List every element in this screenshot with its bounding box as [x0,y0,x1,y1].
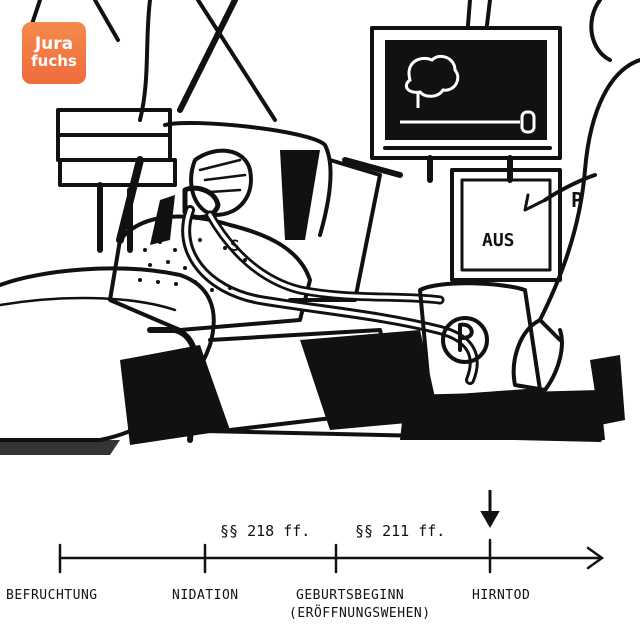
timeline-arrowhead [586,546,605,570]
event-label-befruchtung: BEFRUCHTUNG [6,588,98,603]
logo-line-2: fuchs [31,52,77,71]
timeline [58,538,605,574]
event-label-hirntod: HIRNTOD [472,588,531,603]
patient-shirt-letter: S [230,236,240,255]
ventilator-badge-letter: P [571,188,584,212]
logo-line-1: Jura [34,34,74,55]
section-label-218: §§ 218 ff. [220,522,311,540]
event-label-geburtsbeginn: GEBURTSBEGINN [296,588,405,603]
down-arrow-icon [480,490,500,529]
ventilator-switch-label: AUS [482,230,515,251]
section-label-211: §§ 211 ff. [355,522,446,540]
event-sublabel-geburtsbeginn: (ERÖFFNUNGSWEHEN) [289,606,431,621]
jurafuchs-logo: Jura fuchs [22,22,86,84]
event-label-nidation: NIDATION [172,588,239,603]
